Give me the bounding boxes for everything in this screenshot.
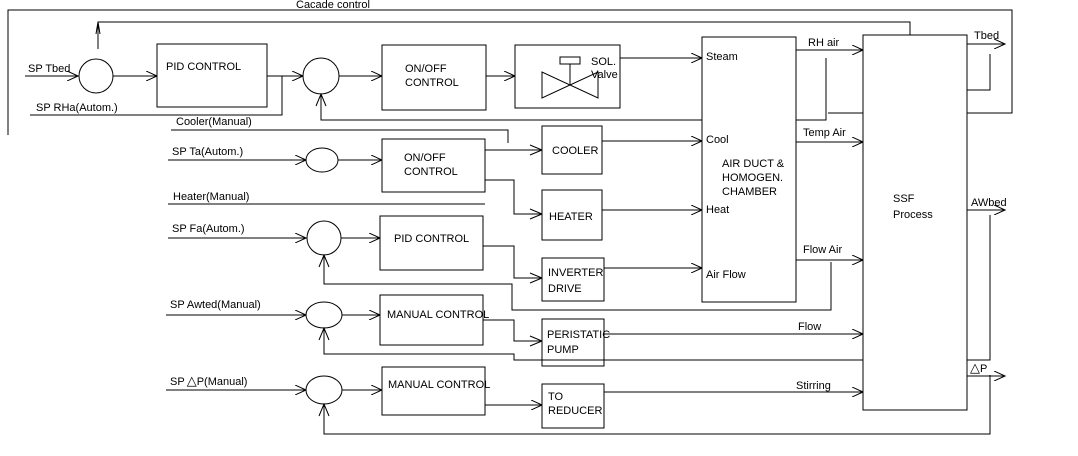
row-airflow: SP Fa(Autom.) PID CONTROL INVERTER DRIVE [168, 215, 832, 311]
signal-rh-air: RH air [808, 37, 840, 49]
signal-flow-air: Flow Air [803, 244, 842, 256]
process-line-1: SSF [893, 193, 915, 205]
rh-feedback: Cooler(Manual) [171, 58, 827, 143]
heater-block [541, 189, 603, 241]
sp-dp-label: SP△P(Manual) [170, 373, 247, 388]
inverter-line-2: DRIVE [548, 283, 582, 295]
sp-tbed-label: SP Tbed [28, 63, 70, 75]
signal-temp-air: Temp Air [803, 127, 846, 139]
manual-control-block-2 [381, 366, 486, 416]
summing-junction-dp [305, 375, 343, 405]
summing-junction-rh [302, 57, 340, 95]
signal-stirring: Stirring [796, 380, 831, 392]
output-awbed: AWbed [971, 197, 1007, 209]
pump-line-1: PERISTATIC [547, 329, 610, 341]
pid-control-1-label: PID CONTROL [166, 61, 241, 73]
output-tbed: Tbed [974, 30, 999, 42]
sol-valve-line-2: Valve [591, 69, 618, 81]
pid-control-block-2 [379, 215, 484, 271]
cooler-block [541, 125, 603, 175]
chamber-line-2: HOMOGEN. [722, 172, 783, 184]
process-line-2: Process [893, 209, 933, 221]
onoff-control-block-2 [381, 138, 486, 193]
manual-control-1-label: MANUAL CONTROL [387, 309, 489, 321]
row-tbed: SP Tbed PID CONTROL SP RHa(Autom.) ON/OF… [25, 43, 702, 116]
valve-symbol-icon [541, 56, 599, 99]
inverter-line-1: INVERTER [548, 267, 603, 279]
sol-valve-line-1: SOL. [591, 56, 616, 68]
row-water-activity: SP Awted(Manual) MANUAL CONTROL PERISTAT… [166, 215, 991, 367]
manual-control-2-label: MANUAL CONTROL [388, 379, 490, 391]
peristaltic-pump-block [541, 318, 605, 367]
port-air-flow: Air Flow [706, 269, 746, 281]
output-dp: △P [970, 360, 987, 375]
reducer-line-1: TO [548, 391, 564, 403]
signal-flow: Flow [798, 321, 821, 333]
onoff-1-line-2: CONTROL [405, 77, 459, 89]
summing-junction-awted [305, 301, 343, 329]
onoff-2-line-1: ON/OFF [404, 152, 446, 164]
summing-junction-fa [306, 220, 342, 256]
sp-rha-label: SP RHa(Autom.) [36, 102, 118, 114]
manual-control-block-1 [379, 294, 484, 346]
pid-control-2-label: PID CONTROL [394, 233, 469, 245]
ssf-process: SSF Process Tbed AWbed △P [862, 30, 1007, 411]
ssf-process-block [862, 34, 968, 411]
sp-fa-label: SP Fa(Autom.) [172, 223, 245, 235]
cooler-manual-label: Cooler(Manual) [176, 116, 252, 128]
reducer-block [541, 383, 605, 429]
pump-line-2: PUMP [547, 344, 579, 356]
cooler-label: COOLER [552, 145, 599, 157]
port-cool: Cool [706, 134, 729, 146]
port-heat: Heat [706, 204, 729, 216]
chamber-line-3: CHAMBER [722, 186, 777, 198]
heater-manual-label: Heater(Manual) [173, 191, 249, 203]
sp-awted-label: SP Awted(Manual) [170, 299, 261, 311]
onoff-1-line-1: ON/OFF [405, 63, 447, 75]
reducer-line-2: REDUCER [548, 405, 602, 417]
chamber-line-1: AIR DUCT & [722, 158, 785, 170]
air-duct-chamber: Steam Cool Heat Air Flow AIR DUCT & HOMO… [701, 36, 863, 392]
row-pressure: SP△P(Manual) MANUAL CONTROL TO REDUCER [166, 366, 991, 435]
inverter-drive-block [541, 257, 605, 302]
sp-ta-label: SP Ta(Autom.) [172, 146, 243, 158]
cascade-control-label: Cacade control [296, 0, 370, 11]
pid-control-block-1 [156, 43, 268, 108]
onoff-2-line-2: CONTROL [404, 166, 458, 178]
onoff-control-block-1 [381, 44, 487, 111]
summing-junction-tbed [78, 58, 114, 94]
port-steam: Steam [706, 51, 738, 63]
air-duct-chamber-block [701, 36, 797, 303]
heater-label: HEATER [549, 211, 593, 223]
summing-junction-ta [305, 147, 339, 173]
solenoid-valve-block [514, 44, 621, 109]
row-temperature: SP Ta(Autom.) ON/OFF CONTROL COOLER Heat… [168, 125, 702, 241]
